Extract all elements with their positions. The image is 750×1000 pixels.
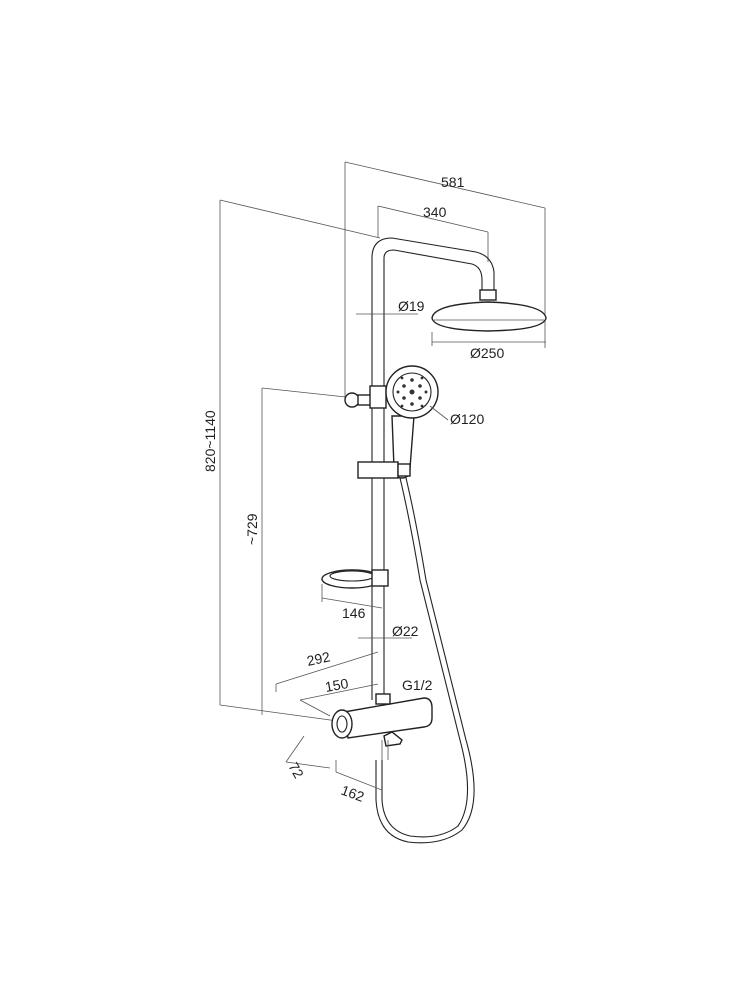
dim-label-connection: G1/2 [402, 677, 433, 693]
dim-label-total-width: 581 [441, 174, 465, 190]
dim-label-spout-length: 72 [285, 760, 307, 782]
dim-label-rail-diameter: Ø22 [392, 623, 419, 639]
dim-label-mixer-width: 162 [339, 782, 367, 805]
dim-mixer-width: 162 [335, 760, 383, 805]
dim-label-soap-dish: 146 [342, 605, 366, 621]
soap-dish [321, 569, 389, 589]
dim-label-head-diameter: Ø250 [470, 345, 504, 361]
hand-shower [369, 365, 439, 479]
spray-nozzles [396, 376, 428, 408]
dim-holder-height: ~729 [244, 387, 356, 715]
dim-total-width: 581 [344, 161, 546, 400]
dim-hand-shower-diameter: Ø120 [429, 405, 484, 427]
dim-label-arm-length: 340 [423, 204, 447, 220]
dim-height-range: 820~1140 [202, 199, 381, 723]
dim-label-depth-mixer: 150 [324, 675, 350, 695]
dim-connection: G1/2 [402, 677, 433, 693]
dim-pipe-diameter: Ø19 [356, 298, 425, 315]
dim-label-pipe-diameter: Ø19 [398, 298, 425, 314]
dim-label-height-range: 820~1140 [202, 410, 218, 472]
dim-head-diameter: Ø250 [431, 332, 546, 361]
overhead-shower-head [431, 289, 547, 332]
thermostatic-mixer [331, 693, 433, 760]
dim-label-holder-height: ~729 [244, 513, 260, 545]
riser-pipe [371, 237, 495, 700]
dim-spout-length: 72 [285, 735, 331, 782]
wall-bracket [344, 392, 373, 408]
dim-label-hand-shower-diameter: Ø120 [450, 411, 484, 427]
shower-hose [375, 477, 475, 844]
dim-depth-mixer: 150 [299, 675, 379, 717]
slider-holder [357, 461, 411, 479]
dim-label-depth-total: 292 [305, 648, 331, 669]
dim-soap-dish: 146 [321, 584, 383, 621]
dim-arm-length: 340 [377, 204, 489, 262]
dim-depth-total: 292 [275, 648, 379, 692]
dim-rail-diameter: Ø22 [358, 623, 419, 639]
